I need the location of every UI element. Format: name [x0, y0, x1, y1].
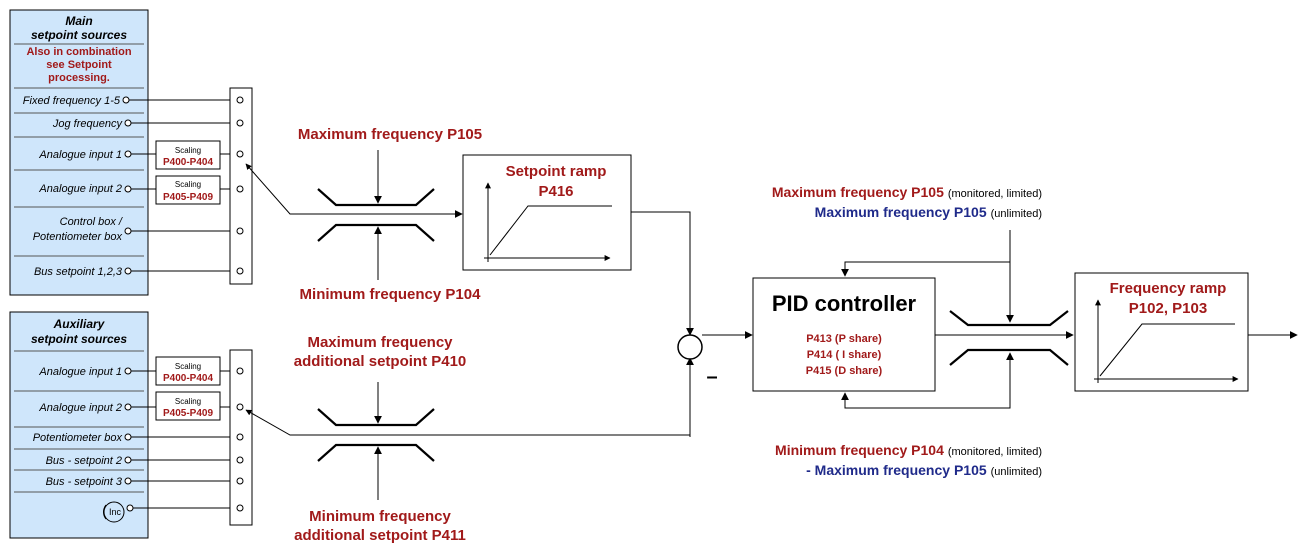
- output-limiter: [949, 262, 1069, 395]
- summing-junction: –: [677, 334, 718, 388]
- aux-scaling-box-2: Scaling P405-P409: [155, 391, 221, 421]
- frequency-ramp-box: Frequency ramp P102, P103: [1074, 272, 1249, 392]
- main-setpoint-panel: Main setpoint sources Also in combinatio…: [9, 9, 149, 296]
- svg-text:Inc: Inc: [109, 507, 122, 517]
- main-selector-switch: [229, 87, 253, 285]
- aux-item-bus-setpoint-2: Bus - setpoint 2: [46, 455, 122, 467]
- aux-scaling-1-params: P400-P404: [163, 373, 213, 384]
- main-item-analogue-input-2: Analogue input 2: [38, 183, 122, 195]
- setpoint-ramp-param: P416: [538, 183, 573, 200]
- pid-title: PID controller: [772, 291, 917, 316]
- pid-d-share: P415 (D share): [806, 365, 883, 377]
- svg-text:Scaling: Scaling: [175, 180, 201, 189]
- aux-item-analogue-input-2: Analogue input 2: [38, 402, 122, 414]
- pid-top-feedback-wire: [841, 230, 1011, 277]
- ramp-to-sum-wire: [631, 211, 694, 336]
- main-scaling-box-1: Scaling P400-P404: [155, 140, 221, 170]
- aux-item-analogue-input-1: Analogue input 1: [38, 366, 122, 378]
- main-max-frequency-label: Maximum frequency P105: [298, 126, 482, 143]
- aux-selector-switch: [229, 349, 253, 526]
- main-min-frequency-label: Minimum frequency P104: [300, 286, 482, 303]
- aux-terminals: [124, 367, 134, 512]
- main-title-1: Main: [65, 14, 92, 28]
- aux-setpoint-panel: Auxiliary setpoint sources Analogue inpu…: [9, 311, 149, 539]
- aux-min-frequency-label-2: additional setpoint P411: [294, 527, 466, 544]
- aux-item-potentiometer-box: Potentiometer box: [33, 432, 123, 444]
- pid-controller-box: PID controller P413 (P share) P414 ( I s…: [752, 277, 936, 392]
- main-scaling-box-2: Scaling P405-P409: [155, 175, 221, 205]
- pid-i-share: P414 ( I share): [807, 349, 882, 361]
- main-note-2: see Setpoint: [46, 59, 112, 71]
- setpoint-ramp-title: Setpoint ramp: [506, 163, 607, 180]
- aux-path-wire: [245, 380, 691, 436]
- main-item-jog-frequency: Jog frequency: [52, 118, 124, 130]
- setpoint-ramp-box: Setpoint ramp P416: [462, 154, 632, 271]
- aux-source-wires: [131, 370, 238, 509]
- main-item-bus-setpoint: Bus setpoint 1,2,3: [34, 266, 123, 278]
- main-title-2: setpoint sources: [31, 28, 127, 42]
- aux-limiter: [317, 382, 435, 500]
- main-path-wire: [245, 163, 460, 215]
- out-max-limited-label: Maximum frequency P105(monitored, limite…: [772, 184, 1042, 200]
- main-item-analogue-input-1: Analogue input 1: [38, 149, 122, 161]
- aux-max-frequency-label-1: Maximum frequency: [307, 334, 453, 351]
- main-limiter: [317, 150, 435, 280]
- main-scaling-1-params: P400-P404: [163, 157, 213, 168]
- aux-max-frequency-label-2: additional setpoint P410: [294, 353, 467, 370]
- out-min-unlimited-label: - Maximum frequency P105(unlimited): [806, 462, 1042, 478]
- out-min-limited-label: Minimum frequency P104(monitored, limite…: [775, 442, 1042, 458]
- minus-sign: –: [706, 366, 717, 388]
- aux-min-frequency-label-1: Minimum frequency: [309, 508, 451, 525]
- main-source-wires: [129, 99, 238, 272]
- svg-text:Scaling: Scaling: [175, 146, 201, 155]
- main-note-3: processing.: [48, 72, 110, 84]
- svg-text:Scaling: Scaling: [175, 397, 201, 406]
- main-note-1: Also in combination: [26, 46, 131, 58]
- aux-item-bus-setpoint-3: Bus - setpoint 3: [46, 476, 123, 488]
- main-item-control-box: Control box /: [60, 216, 123, 228]
- pid-p-share: P413 (P share): [806, 333, 882, 345]
- main-scaling-2-params: P405-P409: [163, 192, 213, 203]
- out-max-unlimited-label: Maximum frequency P105(unlimited): [815, 204, 1042, 220]
- main-item-potentiometer-box: Potentiometer box: [33, 231, 123, 243]
- pid-bottom-feedback-wire: [841, 392, 1011, 409]
- svg-text:Scaling: Scaling: [175, 362, 201, 371]
- frequency-ramp-title: Frequency ramp: [1110, 280, 1227, 297]
- incremental-encoder-icon: Inc: [102, 501, 125, 523]
- aux-title-2: setpoint sources: [31, 332, 127, 346]
- main-item-fixed-frequency: Fixed frequency 1-5: [23, 95, 121, 107]
- aux-scaling-2-params: P405-P409: [163, 408, 213, 419]
- aux-title-1: Auxiliary: [53, 317, 106, 331]
- frequency-ramp-params: P102, P103: [1129, 300, 1207, 317]
- aux-scaling-box-1: Scaling P400-P404: [155, 356, 221, 386]
